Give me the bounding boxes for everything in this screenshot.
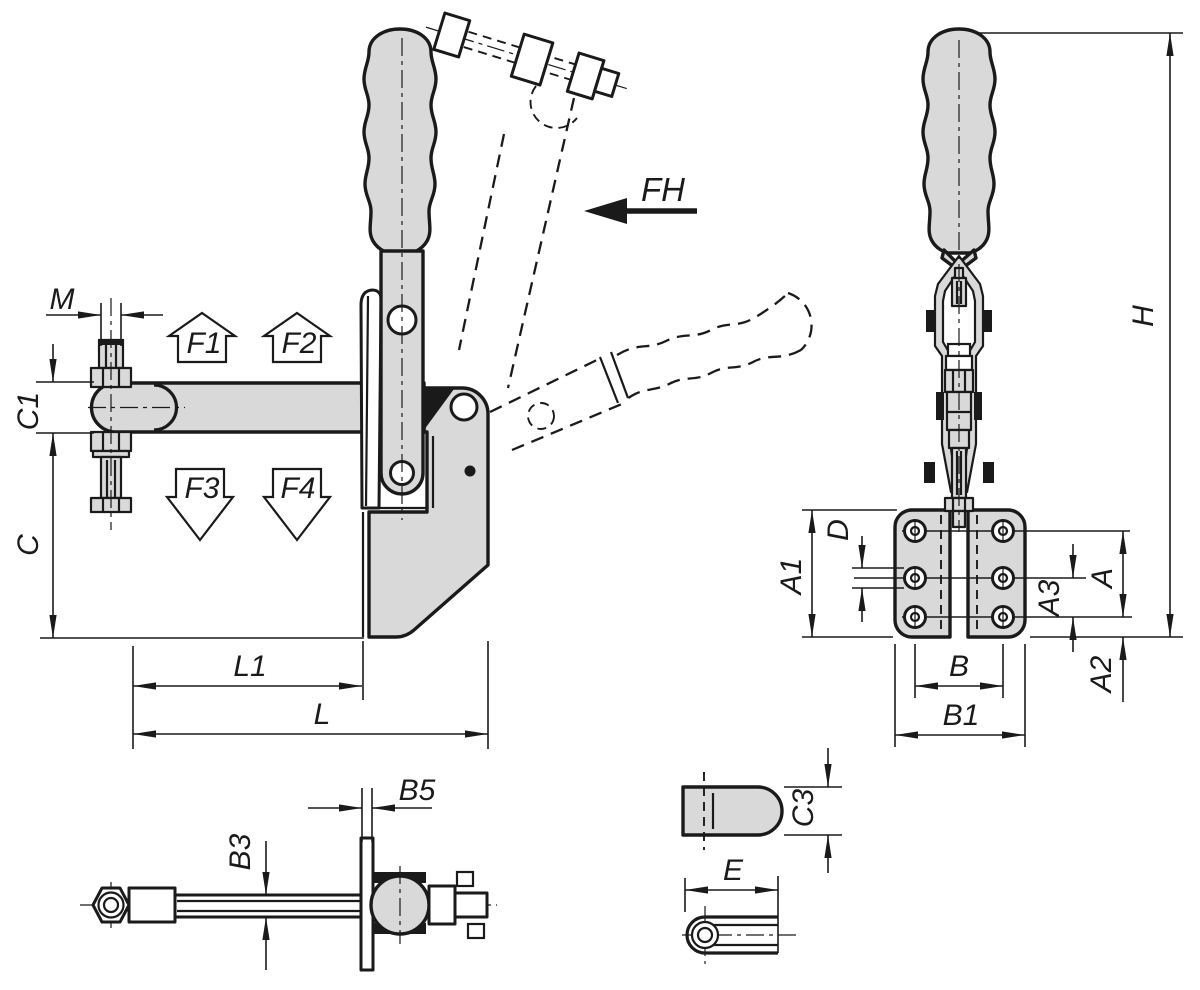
force-arrow-f3 xyxy=(164,467,236,542)
dim-label-a3: A3 xyxy=(1033,579,1066,618)
open-position-arm-edge xyxy=(457,133,506,351)
dim-label-a1: A1 xyxy=(775,558,808,597)
force-label-f1: F1 xyxy=(186,327,221,360)
detail-c3-group: C3 xyxy=(681,748,842,873)
fh-arrow xyxy=(584,198,697,224)
dim-label-d: D xyxy=(822,519,855,541)
linkage-mechanism xyxy=(924,40,994,532)
front-view-group: FH xyxy=(12,11,813,749)
plate-rivet xyxy=(464,465,476,477)
force-arrow-f1 xyxy=(165,311,239,364)
dim-c xyxy=(40,433,364,639)
dim-c1 xyxy=(36,344,94,434)
dim-label-l: L xyxy=(314,698,331,731)
dim-label-b3: B3 xyxy=(224,833,257,870)
dim-label-a: A xyxy=(1086,568,1119,590)
force-label-f2: F2 xyxy=(281,327,316,360)
dim-b xyxy=(914,644,1004,698)
force-arrow-f4 xyxy=(261,467,333,542)
arm-end-detail xyxy=(681,785,784,837)
dim-label-b: B xyxy=(949,650,969,683)
arm-weld-wedge xyxy=(424,389,454,430)
dim-a1 xyxy=(802,509,897,638)
plate-pivot-hole xyxy=(449,392,479,422)
force-label-f4: F4 xyxy=(280,472,315,505)
dim-e xyxy=(684,876,779,953)
open-position-arm-edge xyxy=(506,97,576,389)
open-position-spindle xyxy=(425,11,629,101)
dim-label-c3: C3 xyxy=(787,789,820,828)
dim-label-b5: B5 xyxy=(399,774,436,807)
force-label-fh: FH xyxy=(641,171,685,208)
handle-end-top xyxy=(427,884,457,926)
mounting-holes xyxy=(903,519,1015,629)
dim-label-h: H xyxy=(1127,305,1160,327)
dim-m xyxy=(46,303,163,346)
hook-outer-bend xyxy=(685,915,706,955)
dim-label-m: M xyxy=(50,283,75,316)
dim-c3 xyxy=(784,748,842,873)
side-view-group: H A1 D A A3 A2 xyxy=(775,27,1183,747)
detail-e-group: E xyxy=(682,854,800,964)
open-position-handle xyxy=(489,291,813,452)
dim-label-b1: B1 xyxy=(943,699,980,732)
spindle-front xyxy=(89,298,133,530)
dim-h xyxy=(975,32,1183,638)
dim-label-e: E xyxy=(723,854,744,887)
force-arrow-f2 xyxy=(260,311,334,364)
mounting-plate-front xyxy=(367,386,490,639)
arm-fork-top xyxy=(127,886,177,924)
dim-b1 xyxy=(894,644,1026,747)
dim-label-c: C xyxy=(12,534,45,556)
force-label-f3: F3 xyxy=(184,472,219,505)
top-view-group: B3 B5 xyxy=(80,774,497,972)
dim-l xyxy=(133,641,489,749)
dim-d xyxy=(852,536,904,622)
handle-front xyxy=(362,27,438,255)
arm-bar-top xyxy=(173,893,365,919)
dim-label-l1: L1 xyxy=(233,650,266,683)
dim-b5 xyxy=(308,788,432,842)
dim-label-a2: A2 xyxy=(1085,655,1118,694)
dim-label-c1: C1 xyxy=(12,392,45,430)
latch-link xyxy=(359,288,383,510)
